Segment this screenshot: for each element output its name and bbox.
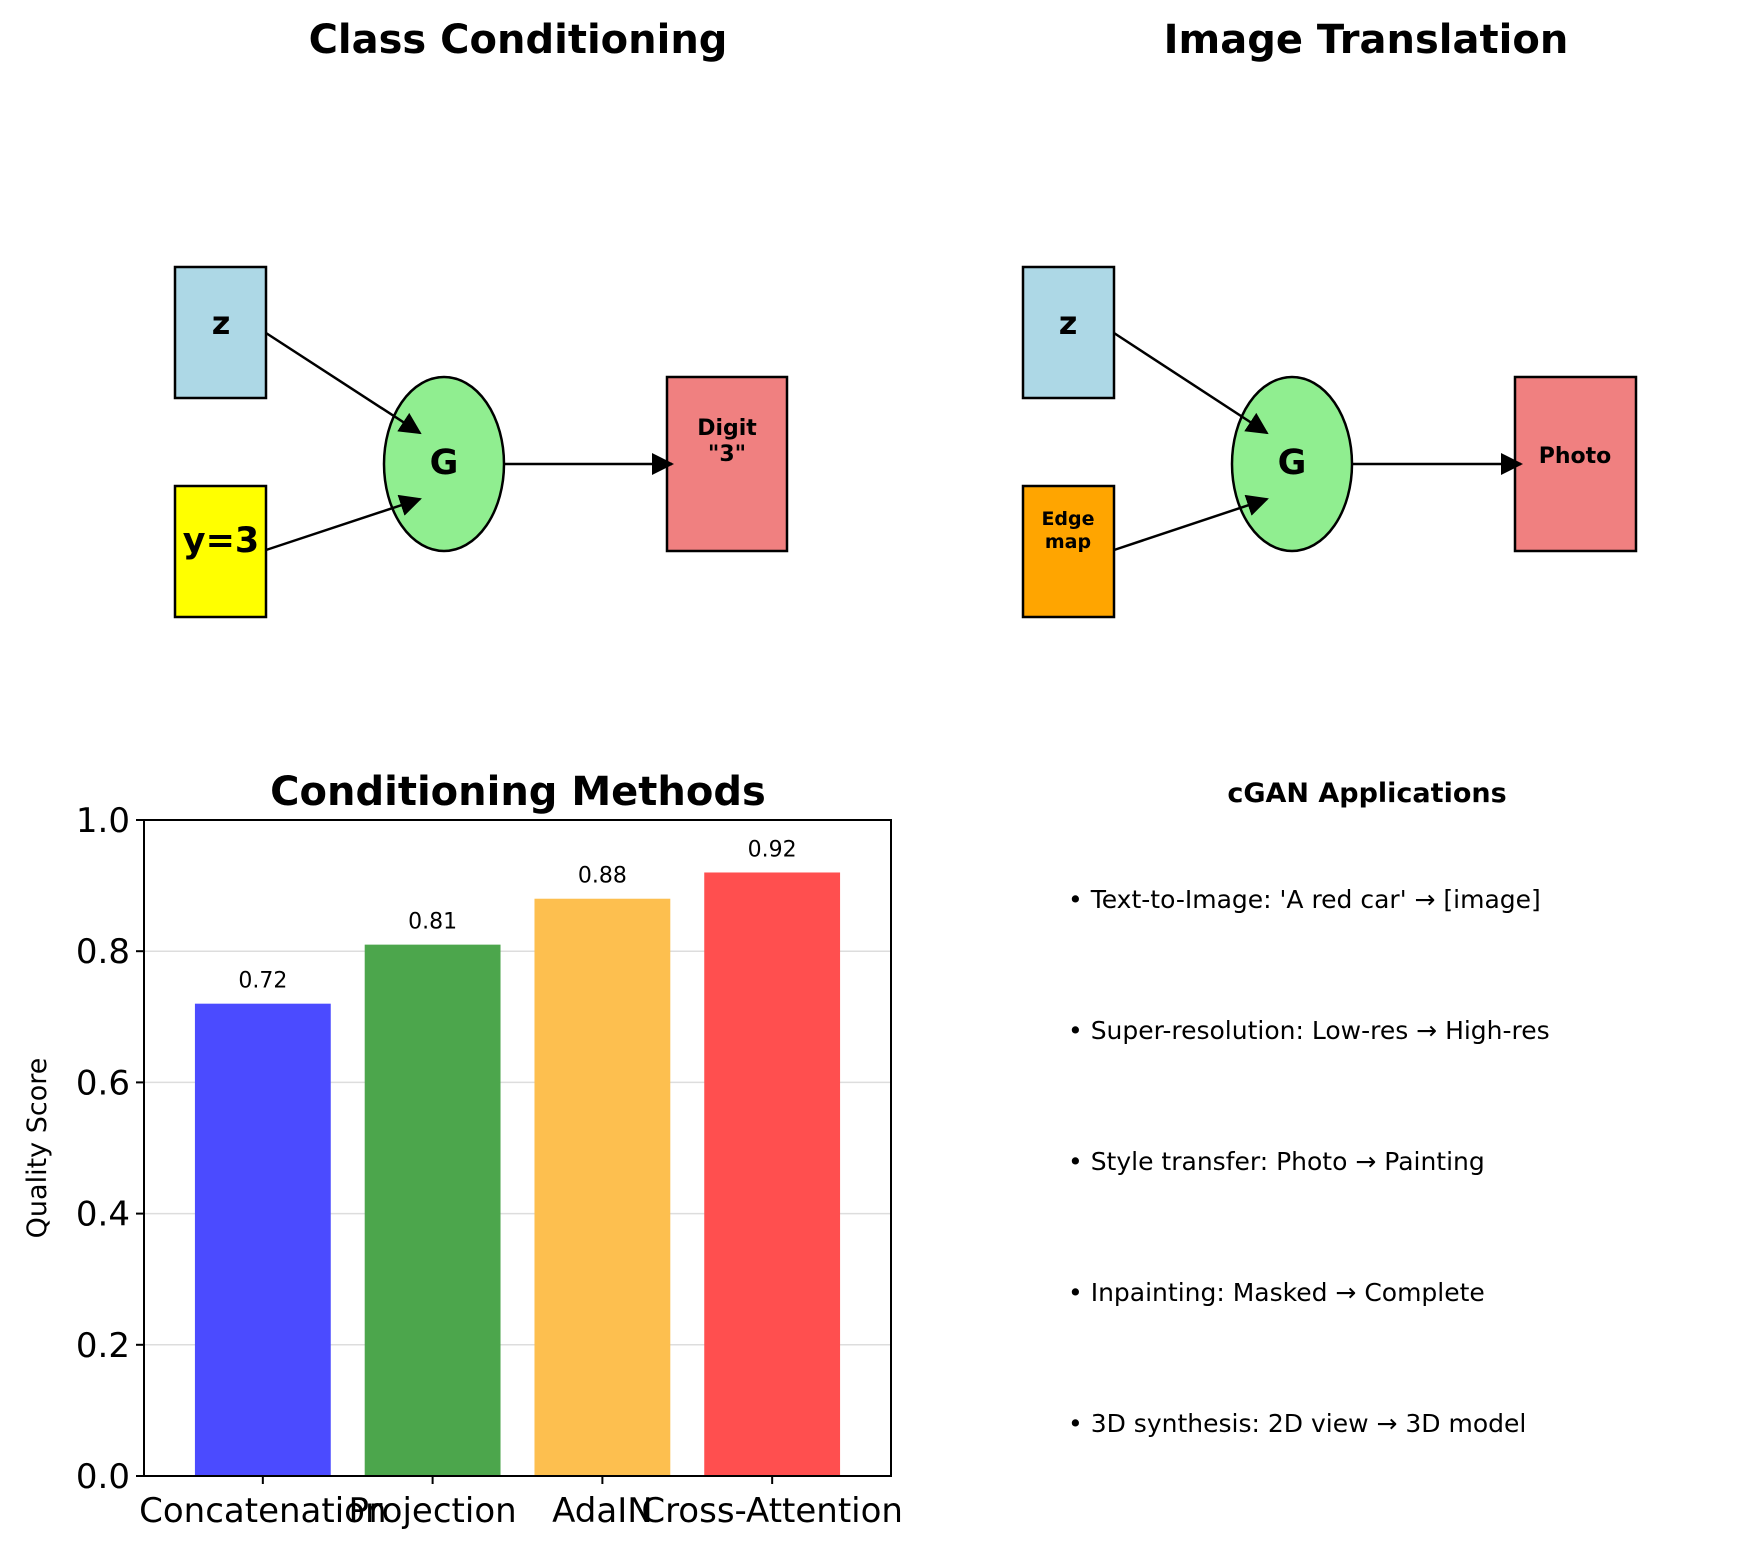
y-tick-label: 0.4 <box>76 1195 130 1235</box>
edge-map-label-line-1: Edge <box>1041 508 1094 530</box>
class-conditioning-title: Class Conditioning <box>309 17 728 63</box>
generator-label: G <box>430 443 459 483</box>
application-item: • Inpainting: Masked → Complete <box>1068 1278 1485 1307</box>
x-tick-label: Projection <box>349 1491 517 1531</box>
arrow-noise-to-generator <box>1113 331 1269 435</box>
bar-value-label: 0.81 <box>408 910 457 935</box>
photo-box <box>1513 375 1638 553</box>
bar-concatenation <box>194 1003 331 1476</box>
y-tick-label: 0.6 <box>76 1063 130 1103</box>
application-item: • 3D synthesis: 2D view → 3D model <box>1068 1409 1526 1438</box>
photo-label: Photo <box>1539 444 1612 469</box>
y-tick-label: 0.8 <box>76 932 130 972</box>
arrow-noise-to-generator <box>265 331 422 435</box>
bar-value-label: 0.88 <box>578 864 627 889</box>
edge-map-label-line-2: map <box>1045 531 1091 553</box>
application-item: • Text-to-Image: 'A red car' → [image] <box>1068 885 1541 914</box>
applications-title: cGAN Applications <box>1227 778 1506 809</box>
chart-title: Conditioning Methods <box>270 769 766 815</box>
x-tick-label: Cross-Attention <box>641 1491 903 1531</box>
noise-label: z <box>1059 304 1078 342</box>
condition-box <box>173 484 268 619</box>
arrow-edge-map-to-generator <box>1113 494 1269 552</box>
noise-box <box>1021 265 1116 400</box>
output-label-line-2: "3" <box>708 442 746 467</box>
bar-value-label: 0.92 <box>748 837 797 862</box>
generator-label: G <box>1278 443 1307 483</box>
x-tick-label: AdaIN <box>552 1491 653 1531</box>
bar-projection <box>364 944 501 1476</box>
application-item: • Style transfer: Photo → Painting <box>1068 1147 1485 1176</box>
noise-box <box>173 265 268 400</box>
edge-map-box <box>1021 484 1116 619</box>
application-item: • Super-resolution: Low-res → High-res <box>1068 1016 1550 1045</box>
y-tick-label: 0.2 <box>76 1326 130 1366</box>
y-axis-label: Quality Score <box>22 1058 53 1239</box>
y-tick-label: 0.0 <box>76 1457 130 1497</box>
image-translation-panel: Image Translation z Edge map G Photo <box>1021 17 1638 619</box>
bar-value-label: 0.72 <box>238 969 287 994</box>
bars <box>194 872 841 1476</box>
applications-panel: cGAN Applications • Text-to-Image: 'A re… <box>1068 778 1550 1438</box>
y-tick-label: 1.0 <box>76 801 130 841</box>
arrow-condition-to-generator <box>265 494 422 552</box>
bar-adain <box>534 898 671 1476</box>
conditioning-methods-chart: Conditioning Methods 0.72 0.81 0.88 0.92 0.… <box>22 769 903 1531</box>
class-conditioning-panel: Class Conditioning z y=3 G Digit "3" <box>173 17 789 619</box>
output-box <box>665 375 789 553</box>
output-label-line-1: Digit <box>697 416 757 441</box>
noise-label: z <box>212 304 231 342</box>
bar-value-labels: 0.72 0.81 0.88 0.92 <box>238 837 796 993</box>
image-translation-title: Image Translation <box>1164 17 1569 63</box>
bar-cross-attention <box>704 872 841 1476</box>
applications-list: • Text-to-Image: 'A red car' → [image] • … <box>1068 885 1550 1438</box>
condition-label: y=3 <box>183 521 260 561</box>
y-axis-ticks: 0.0 0.2 0.4 0.6 0.8 1.0 <box>76 801 144 1497</box>
x-tick-label: Concatenation <box>139 1491 386 1531</box>
axes-frame <box>143 819 892 1477</box>
